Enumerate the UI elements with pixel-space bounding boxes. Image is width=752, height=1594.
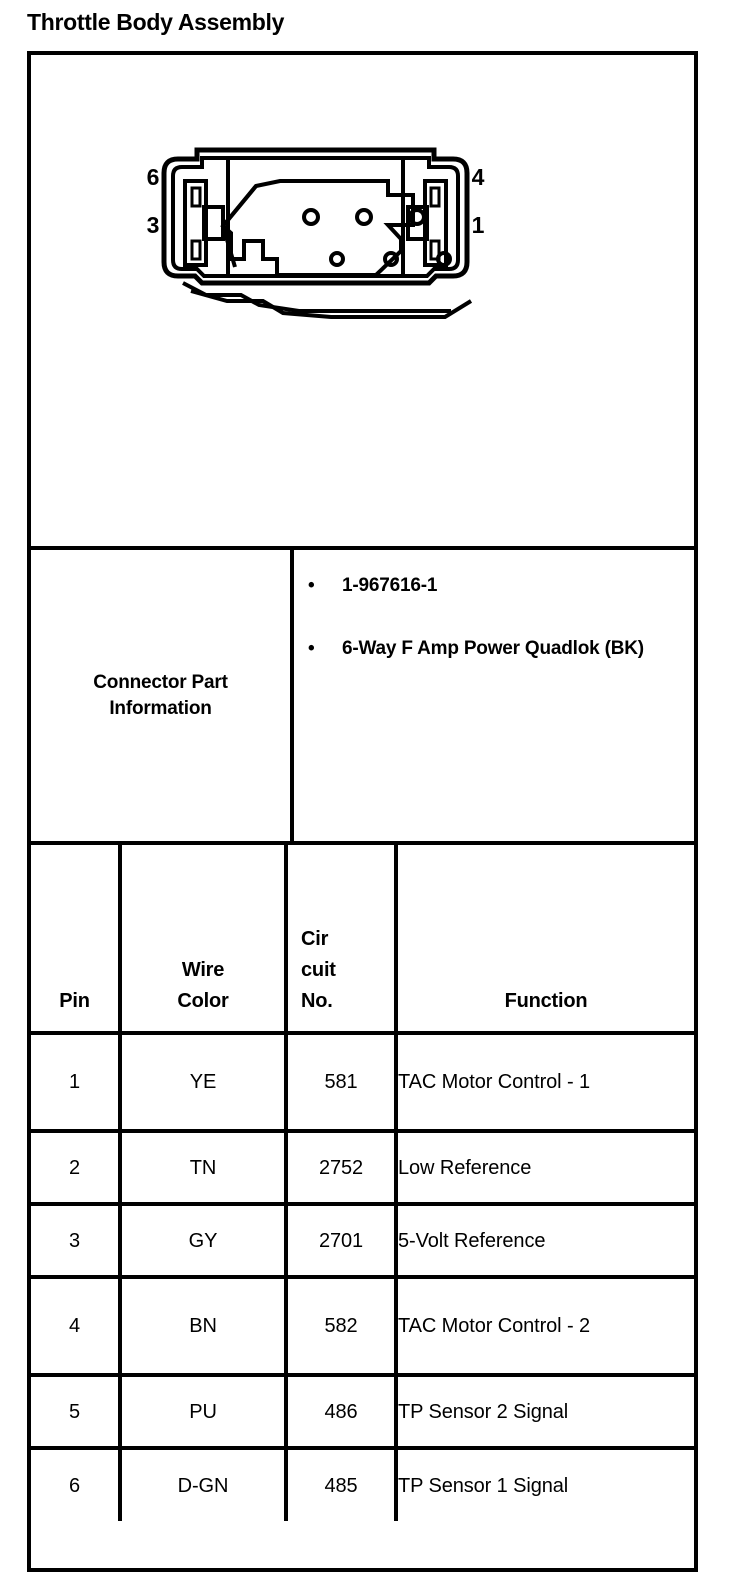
cell-circuit-no: 582 [286, 1275, 398, 1375]
terminal-cavity-3 [329, 251, 345, 267]
cell-function: TP Sensor 1 Signal [396, 1446, 694, 1521]
connector-document-frame: 6 3 4 1 Connector Part Information • 1-9… [27, 51, 698, 1572]
table-row: 3 GY 2701 5-Volt Reference [31, 1202, 694, 1277]
connector-bottom-lip-outer [190, 289, 473, 319]
connector-description: 6-Way F Amp Power Quadlok (BK) [342, 638, 644, 659]
connector-outer-shell [161, 147, 470, 286]
column-header-circuit-no-line2: cuit [301, 959, 336, 981]
right-latch-slot-top [429, 186, 441, 208]
connector-part-information-label: Connector Part Information [93, 671, 228, 719]
pinout-table: Pin Wire Color Cir cuit No. Function 1 [31, 841, 694, 1521]
cell-wire-color: BN [120, 1275, 288, 1375]
column-header-circuit-no: Cir cuit No. [286, 841, 398, 1033]
terminal-cavity-6 [302, 208, 320, 226]
column-header-circuit-no-line3: No. [301, 990, 333, 1012]
pin-callout-bottom-right: 1 [472, 212, 485, 238]
cell-wire-color: GY [120, 1202, 288, 1277]
connector-part-information-block: Connector Part Information • 1-967616-1 … [31, 550, 694, 841]
table-row: 2 TN 2752 Low Reference [31, 1129, 694, 1204]
cell-function: Low Reference [396, 1129, 694, 1204]
cell-wire-color: TN [120, 1129, 288, 1204]
cell-circuit-no: 485 [286, 1446, 398, 1521]
connector-bottom-lip [182, 281, 451, 313]
cell-pin: 5 [31, 1373, 122, 1448]
connector-diagram-panel: 6 3 4 1 [31, 55, 694, 546]
cell-pin: 4 [31, 1275, 122, 1375]
connector-part-information-label-cell: Connector Part Information [31, 550, 290, 841]
cell-pin: 6 [31, 1446, 122, 1521]
bullet-icon: • [308, 638, 315, 659]
table-row: 1 YE 581 TAC Motor Control - 1 [31, 1031, 694, 1131]
pin-callout-bottom-left: 3 [147, 212, 160, 238]
terminal-cavity-4 [408, 208, 426, 226]
column-header-wire-color-line2: Color [177, 990, 229, 1012]
cell-pin: 1 [31, 1031, 122, 1131]
cavity-key-line-upper-left [221, 184, 258, 228]
list-item: • 6-Way F Amp Power Quadlok (BK) [308, 635, 684, 662]
right-latch-slot-bottom [429, 239, 441, 261]
cell-wire-color: PU [120, 1373, 288, 1448]
cell-circuit-no: 2701 [286, 1202, 398, 1277]
cell-wire-color: YE [120, 1031, 288, 1131]
cell-function: 5-Volt Reference [396, 1202, 694, 1277]
page-title: Throttle Body Assembly [27, 9, 285, 35]
column-header-function-label: Function [504, 990, 588, 1012]
cavity-key-line-lower-left [221, 225, 237, 268]
cell-wire-color: D-GN [120, 1446, 288, 1521]
connector-keyed-cavity [220, 179, 415, 277]
cell-circuit-no: 581 [286, 1031, 398, 1131]
cell-circuit-no: 2752 [286, 1129, 398, 1204]
column-header-pin: Pin [31, 841, 122, 1033]
cell-function: TP Sensor 2 Signal [396, 1373, 694, 1448]
column-header-wire-color: Wire Color [120, 841, 288, 1033]
table-row: 5 PU 486 TP Sensor 2 Signal [31, 1373, 694, 1448]
cell-pin: 3 [31, 1202, 122, 1277]
column-header-function: Function [396, 841, 694, 1033]
connector-face-view-diagram: 6 3 4 1 [147, 147, 485, 319]
column-header-pin-label: Pin [59, 990, 90, 1012]
cell-pin: 2 [31, 1129, 122, 1204]
cell-function: TAC Motor Control - 2 [396, 1275, 694, 1375]
left-latch-slot-top [190, 186, 202, 208]
terminal-cavity-2 [383, 251, 399, 267]
cell-function: TAC Motor Control - 1 [396, 1031, 694, 1131]
connector-part-information-value-cell: • 1-967616-1 • 6-Way F Amp Power Quadlok… [294, 550, 694, 841]
column-header-circuit-no-line1: Cir [301, 928, 329, 950]
table-header-row: Pin Wire Color Cir cuit No. Function [31, 841, 694, 1033]
table-row: 4 BN 582 TAC Motor Control - 2 [31, 1275, 694, 1375]
terminal-cavity-5 [355, 208, 373, 226]
pin-callout-top-right: 4 [472, 164, 485, 190]
bullet-icon: • [308, 575, 315, 596]
pin-callout-top-left: 6 [147, 164, 160, 190]
section-divider [31, 546, 694, 550]
left-latch-slot-bottom [190, 239, 202, 261]
connector-inner-lip [171, 156, 460, 278]
column-header-wire-color-line1: Wire [181, 959, 225, 981]
cell-circuit-no: 486 [286, 1373, 398, 1448]
list-item: • 1-967616-1 [308, 572, 684, 599]
terminal-cavity-1 [436, 251, 452, 267]
connector-part-information-column-divider [290, 550, 294, 841]
table-row: 6 D-GN 485 TP Sensor 1 Signal [31, 1446, 694, 1521]
connector-part-number: 1-967616-1 [342, 575, 438, 596]
